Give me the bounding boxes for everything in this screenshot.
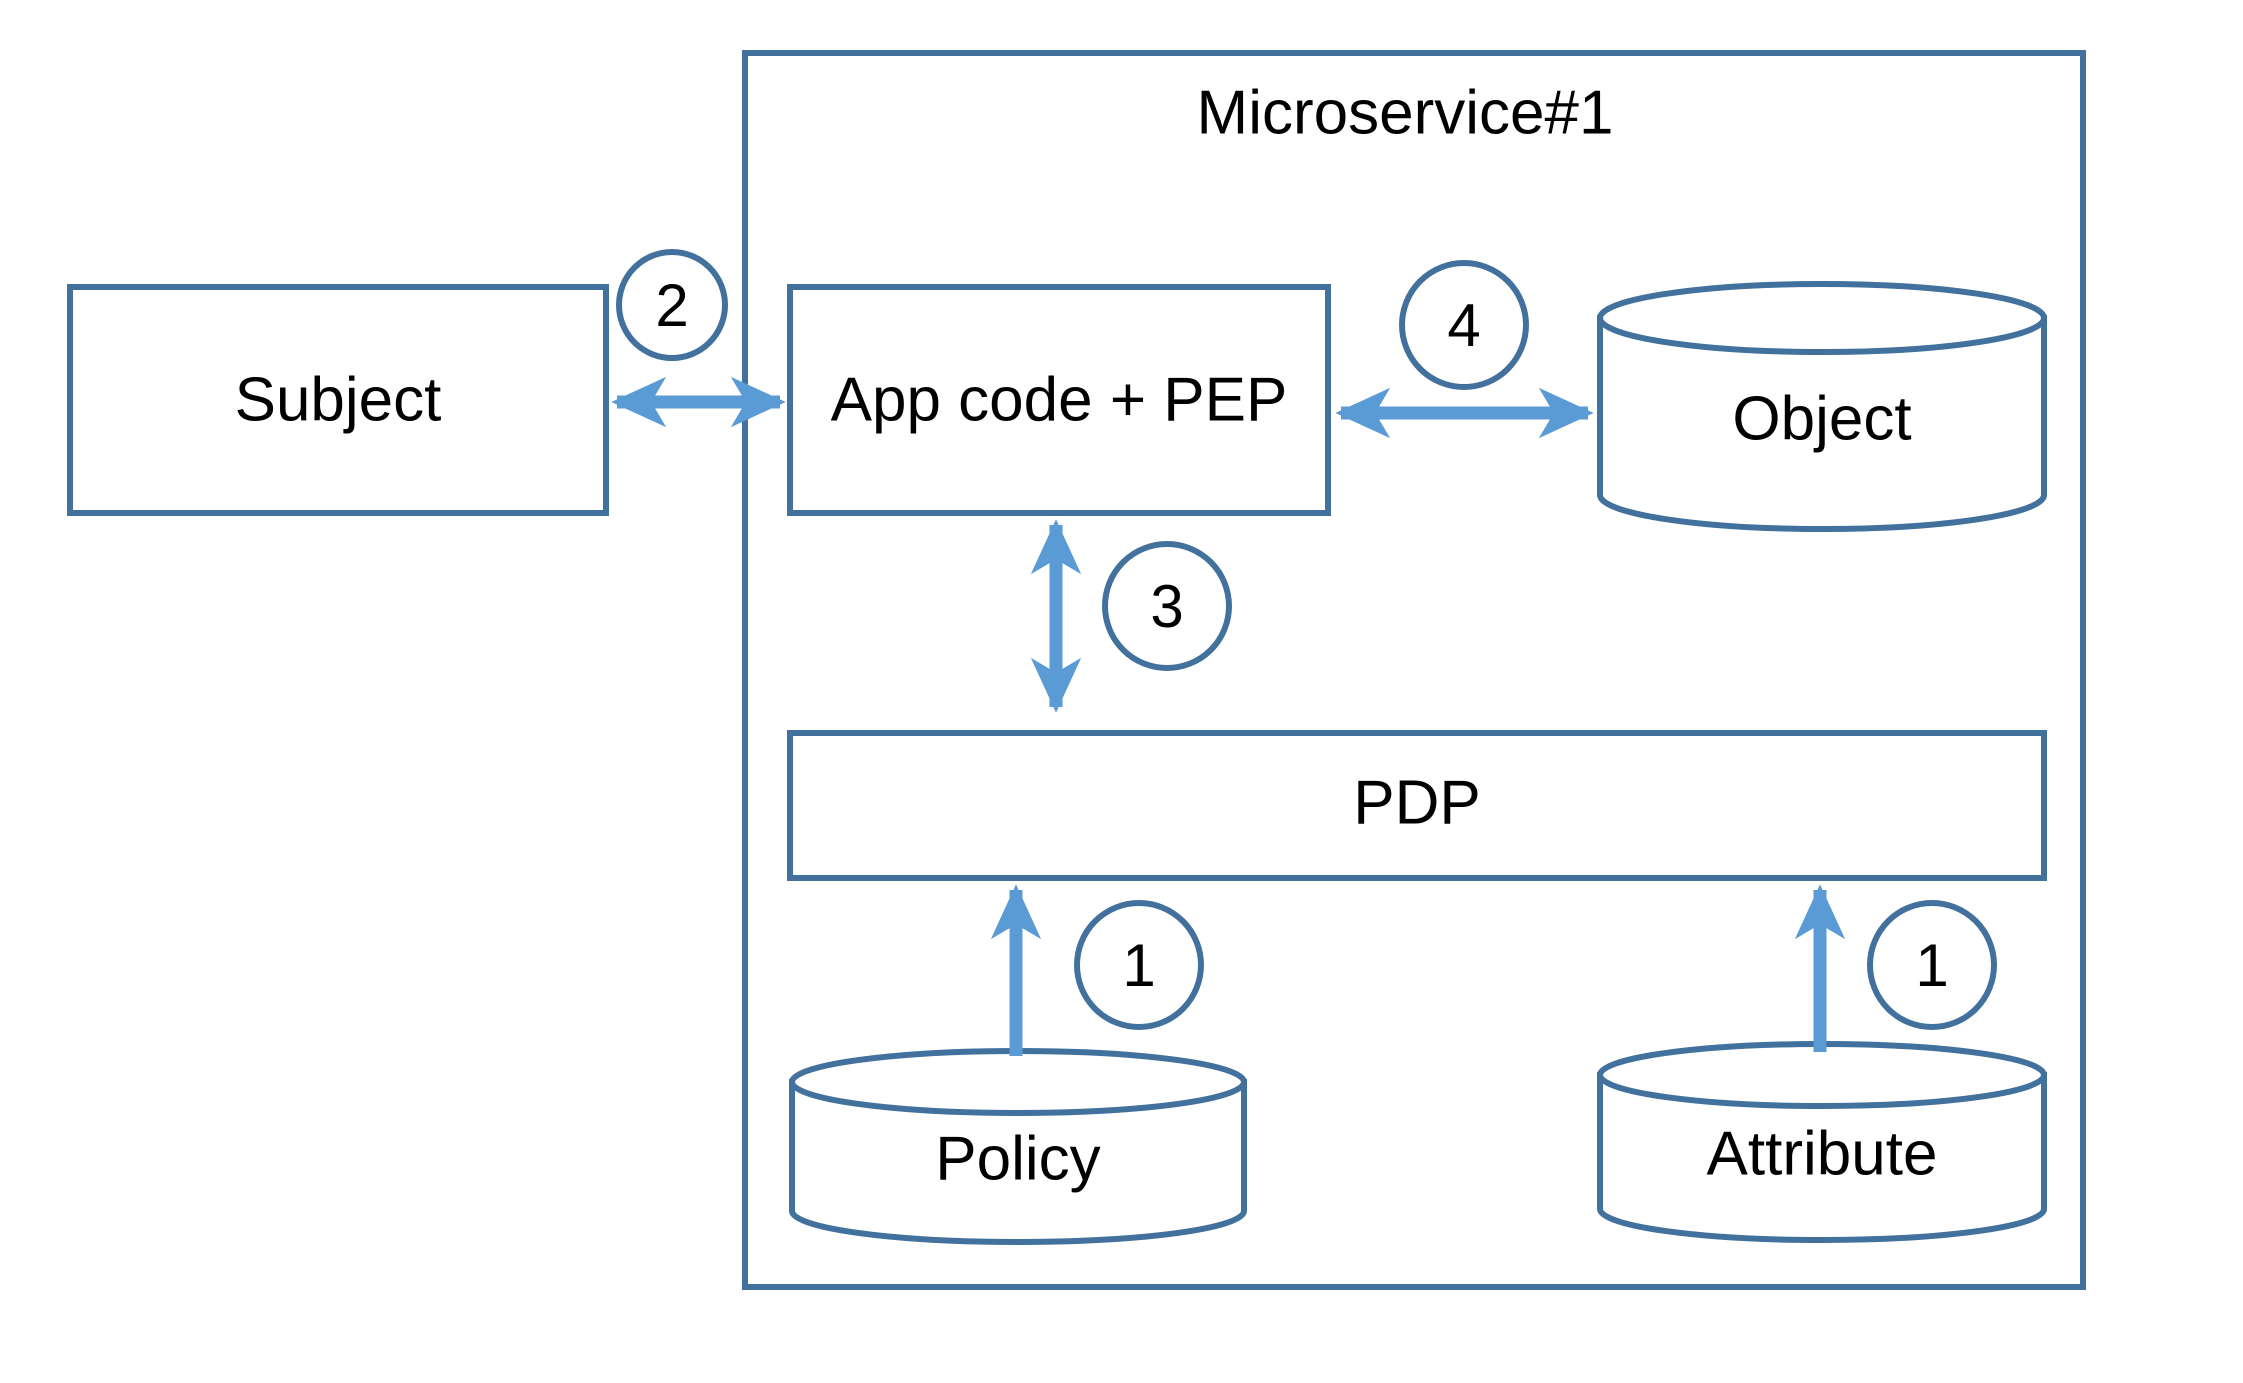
step-marker-1-policy-circle[interactable]: [1074, 900, 1204, 1030]
step-marker-1-attribute-number: 1: [1915, 932, 1948, 999]
policy-cylinder-body[interactable]: [789, 1079, 1247, 1245]
node-app-code-pep[interactable]: App code + PEP: [787, 284, 1331, 516]
step-marker-2[interactable]: 2: [616, 249, 728, 361]
node-pdp[interactable]: PDP: [787, 730, 2047, 881]
attribute-label: Attribute: [1707, 1119, 1938, 1188]
object-label: Object: [1732, 384, 1911, 453]
step-marker-4-circle[interactable]: [1399, 260, 1529, 390]
step-marker-3-circle[interactable]: [1102, 541, 1232, 671]
attribute-cylinder-body[interactable]: [1597, 1072, 2047, 1243]
microservice-frame-title: Microservice#1: [1197, 78, 1614, 147]
subject-box[interactable]: [67, 284, 609, 516]
step-marker-3[interactable]: 3: [1102, 541, 1232, 671]
step-marker-3-number: 3: [1150, 573, 1183, 640]
node-attribute[interactable]: Attribute: [1597, 1041, 2047, 1243]
step-marker-1-attribute[interactable]: 1: [1867, 900, 1997, 1030]
policy-label: Policy: [935, 1124, 1100, 1193]
step-marker-4-number: 4: [1447, 292, 1480, 359]
microservice-frame: Microservice#1: [742, 50, 2086, 1290]
object-cylinder-body[interactable]: [1597, 315, 2047, 532]
node-object[interactable]: Object: [1597, 281, 2047, 532]
app-code-pep-label: App code + PEP: [831, 365, 1288, 434]
object-cylinder-top: [1597, 281, 2047, 355]
node-policy[interactable]: Policy: [789, 1048, 1247, 1245]
step-marker-1-policy[interactable]: 1: [1074, 900, 1204, 1030]
pdp-label: PDP: [1353, 768, 1480, 837]
pdp-box[interactable]: [787, 730, 2047, 881]
node-subject[interactable]: Subject: [67, 284, 609, 516]
policy-cylinder-top: [789, 1048, 1247, 1116]
app-code-pep-box[interactable]: [787, 284, 1331, 516]
microservice-frame-border: [742, 50, 2086, 1290]
attribute-cylinder-top: [1597, 1041, 2047, 1109]
step-marker-4[interactable]: 4: [1399, 260, 1529, 390]
step-marker-1-attribute-circle[interactable]: [1867, 900, 1997, 1030]
step-marker-2-circle[interactable]: [616, 249, 728, 361]
subject-label: Subject: [235, 365, 442, 434]
step-marker-2-number: 2: [655, 272, 688, 339]
step-marker-1-policy-number: 1: [1122, 932, 1155, 999]
